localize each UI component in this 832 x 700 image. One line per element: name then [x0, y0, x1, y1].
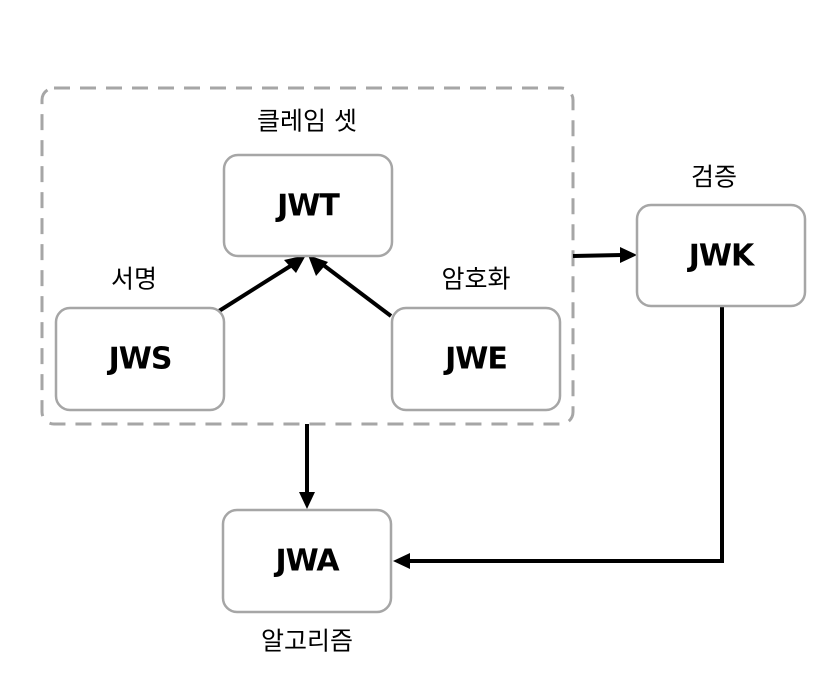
node-jwt[interactable]: JWT [222, 153, 394, 258]
node-jwa-caption: 알고리즘 [261, 627, 353, 656]
node-jwk[interactable]: JWK [635, 203, 807, 308]
claim-set-label: 클레임 셋 [257, 107, 357, 136]
edges [217, 247, 724, 569]
arrowhead-group-jwk [620, 247, 637, 263]
edge-jwk-to-jwa [410, 306, 724, 563]
node-jwe-caption: 암호화 [441, 265, 510, 294]
node-jwe[interactable]: JWE [390, 306, 562, 412]
arrowhead-jws-jwt [284, 255, 306, 273]
node-jwk-label: JWK [687, 239, 756, 274]
node-jws-label: JWS [107, 342, 172, 377]
node-jws-box [54, 306, 226, 412]
edge-group-to-jwk [572, 253, 623, 258]
node-jwe-label: JWE [443, 342, 507, 377]
node-jwk-box [635, 203, 807, 308]
arrowhead-jwe-jwt [308, 255, 328, 276]
node-jwt-label: JWT [275, 189, 340, 224]
node-jwk-caption: 검증 [691, 163, 737, 192]
node-jwa-label: JWA [273, 544, 340, 579]
node-jwa-box [221, 508, 393, 614]
node-jwe-box [390, 306, 562, 412]
edge-jwe-to-jwt [320, 262, 393, 318]
node-jwa[interactable]: JWA [221, 508, 393, 614]
node-jwt-box [222, 153, 394, 258]
arrowhead-group-jwa [299, 492, 315, 509]
edge-jws-to-jwt [217, 263, 294, 313]
arrowhead-jwk-jwa [393, 553, 410, 569]
node-jws[interactable]: JWS [54, 306, 226, 412]
node-jws-caption: 서명 [111, 265, 157, 294]
claim-set-group [40, 86, 575, 426]
